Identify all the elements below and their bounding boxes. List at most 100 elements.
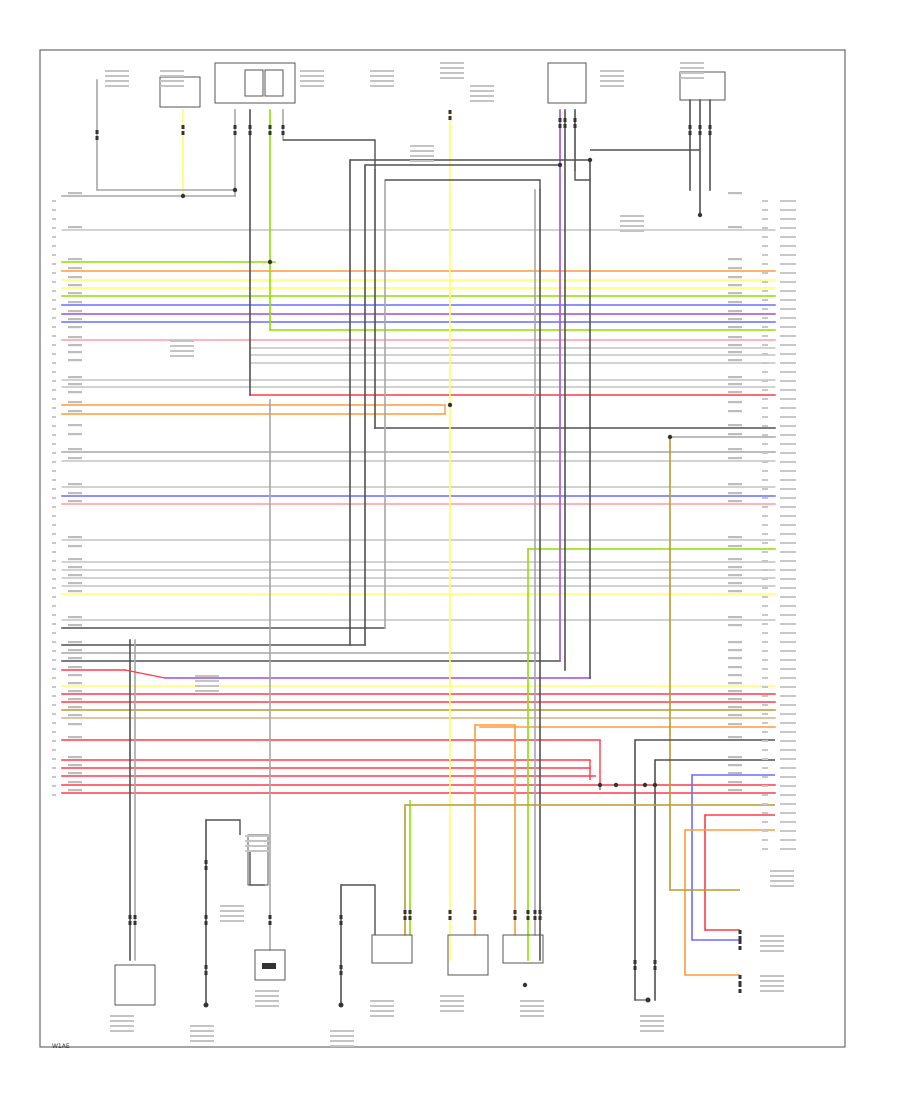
wire-label-left [68, 344, 82, 347]
pin-function-mark [780, 389, 796, 391]
wire-label-right [728, 690, 742, 693]
wire-label-right [728, 789, 742, 792]
pin-function-mark [780, 488, 796, 490]
component-label-mark [190, 1035, 214, 1037]
splice-dot-3 [267, 259, 273, 265]
wire-label-left [68, 536, 82, 539]
pin-function-mark [780, 470, 796, 472]
wire-label-right [728, 682, 742, 685]
top-right-module [679, 71, 726, 101]
wire-label-right [728, 351, 742, 354]
pin-function-mark [780, 281, 796, 283]
pin-function-mark [780, 200, 796, 202]
ground-icon [338, 1002, 344, 1008]
component-label-mark [190, 1025, 214, 1027]
connector-pin [573, 124, 577, 128]
pin-function-mark [780, 659, 796, 661]
pin-number-mark [52, 407, 56, 409]
wire-label-left [68, 376, 82, 379]
connector-icon-28 [533, 910, 537, 920]
pin-function-mark [780, 695, 796, 697]
connector-pin [181, 125, 185, 129]
component-label-mark [680, 77, 704, 79]
wire-label-right [728, 781, 742, 784]
wire-label-left [68, 336, 82, 339]
splice-dot-11 [667, 434, 673, 440]
component-label-mark [600, 70, 624, 72]
pin-number-mark [762, 731, 768, 733]
connector-pin [204, 921, 208, 925]
component-label-mark [170, 350, 194, 352]
pin-number-mark [762, 542, 768, 544]
pin-function-mark [780, 551, 796, 553]
pin-number-mark [762, 650, 768, 652]
pin-number-mark [762, 506, 768, 508]
pin-function-mark [780, 272, 796, 274]
wire-label-right [728, 736, 742, 739]
component-label-mark [680, 67, 704, 69]
pin-function-mark [780, 227, 796, 229]
pin-number-mark [762, 704, 768, 706]
pin-function-mark [780, 434, 796, 436]
wire-label-right [728, 666, 742, 669]
wire-label-right [728, 500, 742, 503]
pin-number-mark [52, 614, 56, 616]
component-label-mark [245, 835, 269, 837]
sensor-element [262, 963, 276, 969]
wire-label-left [68, 326, 82, 329]
pin-function-mark [780, 560, 796, 562]
pin-function-mark [780, 317, 796, 319]
connector-pin [95, 136, 99, 140]
pin-number-mark [762, 659, 768, 661]
pin-number-mark [762, 596, 768, 598]
component-label-mark [760, 950, 784, 952]
pin-number-mark [52, 668, 56, 670]
connector-icon-15 [133, 915, 137, 925]
wire-label-right [728, 284, 742, 287]
pin-number-mark [52, 785, 56, 787]
pin-number-mark [52, 722, 56, 724]
component-label-mark [640, 1020, 664, 1022]
pin-function-mark [780, 731, 796, 733]
component-label-mark [640, 1015, 664, 1017]
pin-number-mark [762, 335, 768, 337]
pin-number-mark [762, 263, 768, 265]
pin-number-mark [52, 749, 56, 751]
pin-function-mark [780, 335, 796, 337]
component-label-mark [370, 80, 394, 82]
component-label-mark [255, 995, 279, 997]
connector-icon-31 [653, 960, 657, 970]
wire-label-right [728, 558, 742, 561]
component-label-mark [440, 1000, 464, 1002]
component-label-mark [370, 85, 394, 87]
connector-pin [281, 125, 285, 129]
pin-number-mark [762, 632, 768, 634]
wire-label-left [68, 714, 82, 717]
pin-number-mark [762, 443, 768, 445]
wire-label-right [728, 401, 742, 404]
pin-number-mark [52, 497, 56, 499]
pin-function-mark [780, 380, 796, 382]
pin-function-mark [780, 416, 796, 418]
wire-label-right [728, 301, 742, 304]
component-label-mark [770, 880, 794, 882]
pin-number-mark [762, 803, 768, 805]
connector-icon-9 [563, 118, 567, 128]
footer-code: W1AE [52, 1043, 70, 1050]
wire-label-left [68, 558, 82, 561]
connector-pin [738, 975, 742, 979]
wire-label-left [68, 756, 82, 759]
connector-pin [533, 910, 537, 914]
connector-icon-10 [573, 118, 577, 128]
pin-number-mark [52, 272, 56, 274]
pin-number-mark [762, 245, 768, 247]
pin-number-mark [762, 236, 768, 238]
component-label-mark [600, 85, 624, 87]
component-label-mark [440, 1010, 464, 1012]
component-label-mark [770, 870, 794, 872]
pin-number-mark [762, 794, 768, 796]
wire-label-right [728, 258, 742, 261]
splice-dot-8 [613, 782, 619, 788]
connector-pin [708, 125, 712, 129]
